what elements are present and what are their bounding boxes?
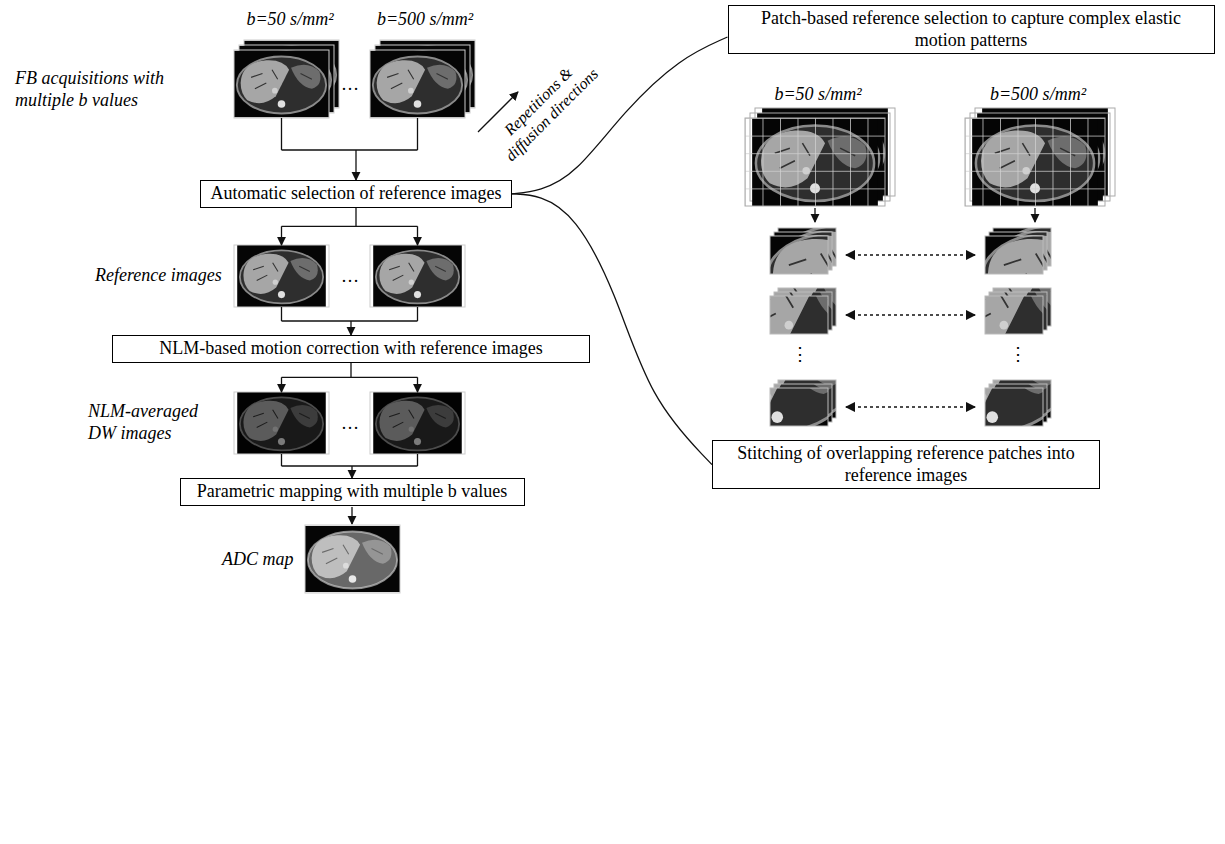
- process-box: NLM-based motion correction with referen…: [112, 335, 590, 363]
- image-stack: [234, 40, 339, 118]
- image-stack-part: [234, 51, 329, 118]
- image-stack-part: [234, 50, 329, 118]
- box-text: Parametric mapping with multiple b value…: [189, 481, 516, 503]
- connector-segment: [355, 208, 356, 227]
- connector-segment: [281, 226, 282, 245]
- ellipsis: …: [341, 413, 359, 435]
- connector-segment: [281, 307, 282, 321]
- connector-segment: [281, 454, 282, 466]
- correspondence-arrow-part: [846, 254, 975, 256]
- adc-image-part: [305, 525, 400, 593]
- step-label: NLM-averaged DW images: [88, 401, 208, 444]
- box-text: NLM-based motion correction with referen…: [121, 338, 581, 360]
- patch-stack-part: [770, 296, 828, 334]
- axis-label: Repetitions & diffusion directions: [482, 45, 608, 171]
- box-text: Patch-based reference selection to captu…: [737, 8, 1206, 51]
- averaged-image-part: [370, 392, 465, 454]
- flow-arrow: [815, 208, 1035, 222]
- b-value-label: b=50 s/mm²: [246, 9, 333, 31]
- image-stack-part: [370, 50, 465, 118]
- connector-segment: [417, 377, 418, 392]
- b-value-label: b=500 s/mm²: [990, 84, 1086, 106]
- flow-arrow-part: [814, 208, 815, 222]
- image-stack: [370, 40, 475, 118]
- connector-segment: [282, 377, 418, 378]
- b-value-label: b=50 s/mm²: [774, 84, 861, 106]
- connector-segment: [282, 465, 418, 466]
- adc-image-part: [305, 526, 400, 593]
- patch-stack-part: [985, 236, 1043, 274]
- step-label: ADC map: [222, 549, 294, 571]
- patch-stack: [705, 217, 916, 438]
- grid-image-stack-part: [965, 118, 1105, 206]
- bracket-connector: [512, 194, 712, 465]
- patch-stack-part: [770, 236, 828, 274]
- flow-arrow: [282, 118, 418, 180]
- connector-segment: [417, 454, 418, 466]
- flow-arrow-part: [1034, 208, 1035, 222]
- connector-segment: [417, 226, 418, 245]
- ellipsis: ⋮: [1009, 344, 1027, 366]
- step-label: FB acquisitions with multiple b values: [15, 68, 195, 111]
- correspondence-arrow-part: [846, 406, 975, 408]
- detail-box: Patch-based reference selection to captu…: [728, 5, 1215, 54]
- process-box: Automatic selection of reference images: [200, 180, 512, 208]
- ellipsis: …: [341, 266, 359, 288]
- box-text: Stitching of overlapping reference patch…: [721, 443, 1091, 486]
- detail-box: Stitching of overlapping reference patch…: [712, 440, 1100, 489]
- patch-stack-part: [727, 264, 872, 366]
- connector-segment: [350, 321, 351, 335]
- grid-image-stack: [965, 108, 1115, 206]
- connector-segment: [351, 466, 352, 478]
- connector-segment: [282, 320, 418, 321]
- grid-image-stack: [745, 108, 895, 206]
- flow-arrow: [351, 507, 352, 524]
- ellipsis: …: [341, 74, 359, 96]
- adc-image: [305, 525, 400, 593]
- ellipsis: ⋮: [791, 344, 809, 366]
- box-text: Automatic selection of reference images: [209, 183, 503, 205]
- connector-segment: [417, 307, 418, 321]
- connector-segment: [282, 226, 418, 227]
- averaged-image: [234, 392, 465, 454]
- image-stack-part: [370, 51, 465, 118]
- reference-image: [234, 245, 465, 307]
- correspondence-arrow-part: [846, 314, 975, 316]
- averaged-image-part: [373, 392, 462, 454]
- flow-arrow-part: [282, 118, 418, 150]
- flow-arrow-part: [355, 150, 356, 180]
- patch-stack-part: [770, 388, 828, 426]
- connector-segment: [350, 363, 351, 378]
- flow-connector: [282, 363, 418, 478]
- connector-segment: [512, 194, 712, 465]
- reference-image-part: [370, 245, 465, 307]
- patch-stack-part: [942, 264, 1087, 366]
- patch-stack-part: [705, 336, 850, 438]
- step-label: Reference images: [95, 265, 222, 287]
- averaged-image-part: [237, 392, 326, 454]
- grid-image-stack-part: [745, 118, 885, 206]
- patch-stack-part: [985, 296, 1043, 334]
- flow-connector: [282, 208, 418, 335]
- patch-stack: [920, 217, 1131, 438]
- patch-stack-part: [985, 388, 1043, 426]
- reference-image-part: [237, 245, 326, 307]
- reference-image-part: [234, 245, 329, 307]
- reference-image-part: [373, 245, 462, 307]
- patch-stack-part: [920, 336, 1065, 438]
- connector-segment: [281, 377, 282, 392]
- averaged-image-part: [234, 392, 329, 454]
- correspondence-arrow: [846, 255, 975, 407]
- b-value-label: b=500 s/mm²: [377, 9, 473, 31]
- process-box: Parametric mapping with multiple b value…: [180, 478, 525, 506]
